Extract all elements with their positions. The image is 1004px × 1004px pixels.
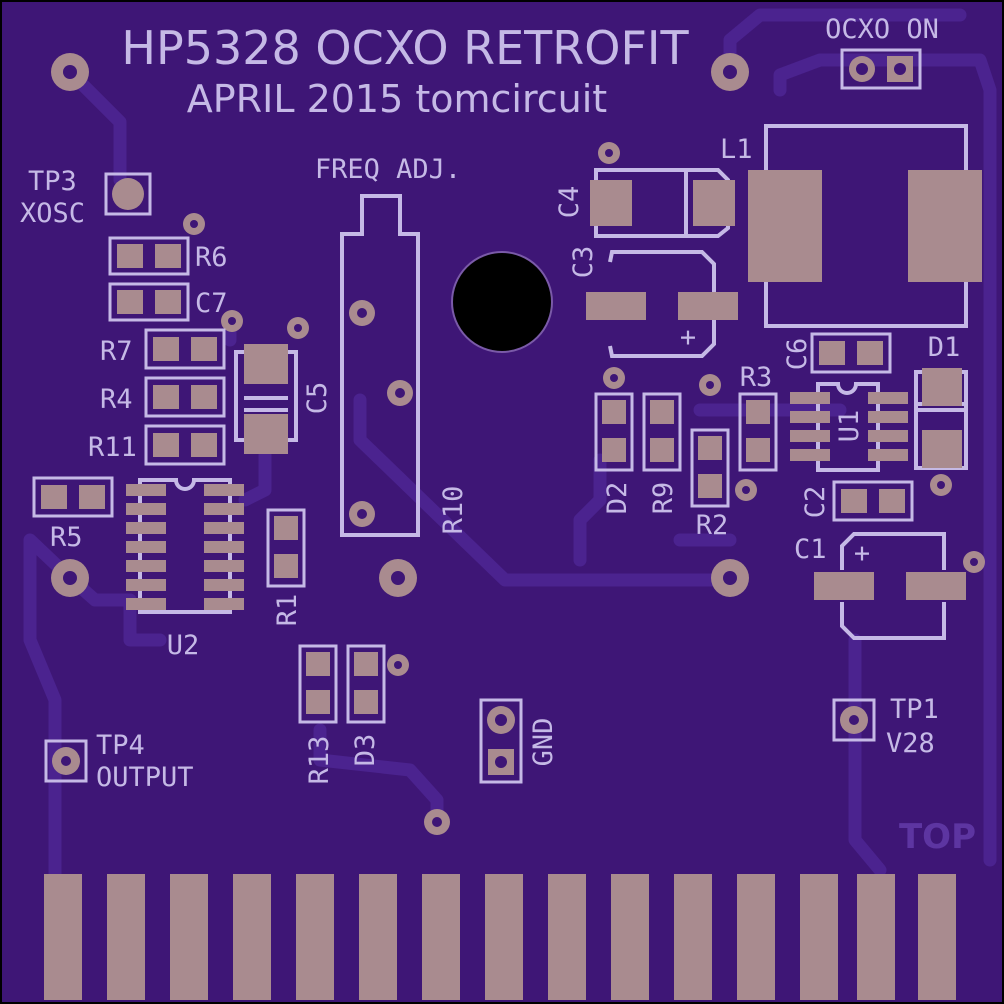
r11-footprint (144, 424, 226, 466)
u2-label: U2 (167, 630, 200, 661)
board-title: HP5328 OCXO RETROFIT (121, 21, 689, 75)
small-vias (183, 142, 985, 835)
r9-label: R9 (648, 482, 679, 515)
l1-label: L1 (720, 134, 753, 165)
c7-footprint (108, 282, 190, 322)
r1-label: R1 (272, 594, 303, 627)
r4-label: R4 (100, 384, 133, 415)
tp3-pad (104, 172, 152, 216)
gnd-header (479, 698, 523, 784)
r6-footprint (108, 236, 190, 276)
edge-connector (44, 874, 956, 1000)
c6-label: C6 (782, 338, 813, 371)
d3-label: D3 (350, 734, 381, 767)
c3-label: C3 (568, 246, 599, 279)
tp1-pad (832, 698, 876, 742)
r1-footprint (266, 508, 306, 588)
ocxo-on-header (840, 48, 922, 90)
d3-footprint (346, 644, 386, 724)
board-subtitle: APRIL 2015 tomcircuit (187, 77, 607, 121)
mounting-hole-black (451, 251, 553, 353)
c2-footprint (832, 480, 914, 522)
r4-footprint (144, 376, 226, 418)
c2-label: C2 (800, 486, 831, 519)
c3-plus: + (680, 322, 696, 353)
r7-label: R7 (100, 336, 133, 367)
gnd-label: GND (528, 718, 559, 767)
r2-label: R2 (696, 510, 729, 541)
r5-footprint (32, 476, 114, 518)
d2-footprint (594, 392, 634, 472)
r9-footprint (642, 392, 682, 472)
c1-label: C1 (794, 534, 827, 565)
c5-label: C5 (302, 382, 333, 415)
v28-label: V28 (886, 728, 935, 759)
r10-label: R10 (438, 486, 469, 535)
r3-label: R3 (740, 362, 773, 393)
r11-label: R11 (88, 432, 137, 463)
c7-label: C7 (195, 288, 228, 319)
r13-label: R13 (304, 736, 335, 785)
freq-adj-label: FREQ ADJ. (315, 154, 461, 185)
layer-label: TOP (899, 817, 976, 857)
d1-label: D1 (928, 332, 961, 363)
c3-footprint (586, 250, 738, 358)
r7-footprint (144, 328, 226, 370)
tp4-pad (44, 739, 88, 783)
r13-footprint (298, 644, 338, 724)
mounting-holes (51, 53, 749, 597)
ocxo-on-label: OCXO ON (825, 14, 939, 45)
tp4-label: TP4 (96, 730, 145, 761)
r2-footprint (690, 428, 730, 508)
d1-footprint (914, 368, 968, 470)
c5-footprint (234, 344, 298, 454)
u2-footprint (126, 478, 244, 614)
l1-inductor (748, 124, 982, 328)
tp1-label: TP1 (890, 694, 939, 725)
r3-footprint (738, 392, 778, 472)
tp3-label: TP3 (28, 166, 77, 197)
r10-trimmer (340, 194, 420, 537)
c1-plus: + (854, 538, 870, 569)
u1-label: U1 (834, 410, 865, 443)
d2-label: D2 (602, 482, 633, 515)
c4-label: C4 (554, 186, 585, 219)
c4-footprint (590, 168, 735, 238)
xosc-label: XOSC (20, 198, 85, 229)
c1-footprint (814, 532, 966, 640)
u1-footprint (790, 382, 908, 472)
c6-footprint (810, 332, 892, 374)
output-label: OUTPUT (96, 762, 194, 793)
r6-label: R6 (195, 242, 228, 273)
r5-label: R5 (50, 522, 83, 553)
